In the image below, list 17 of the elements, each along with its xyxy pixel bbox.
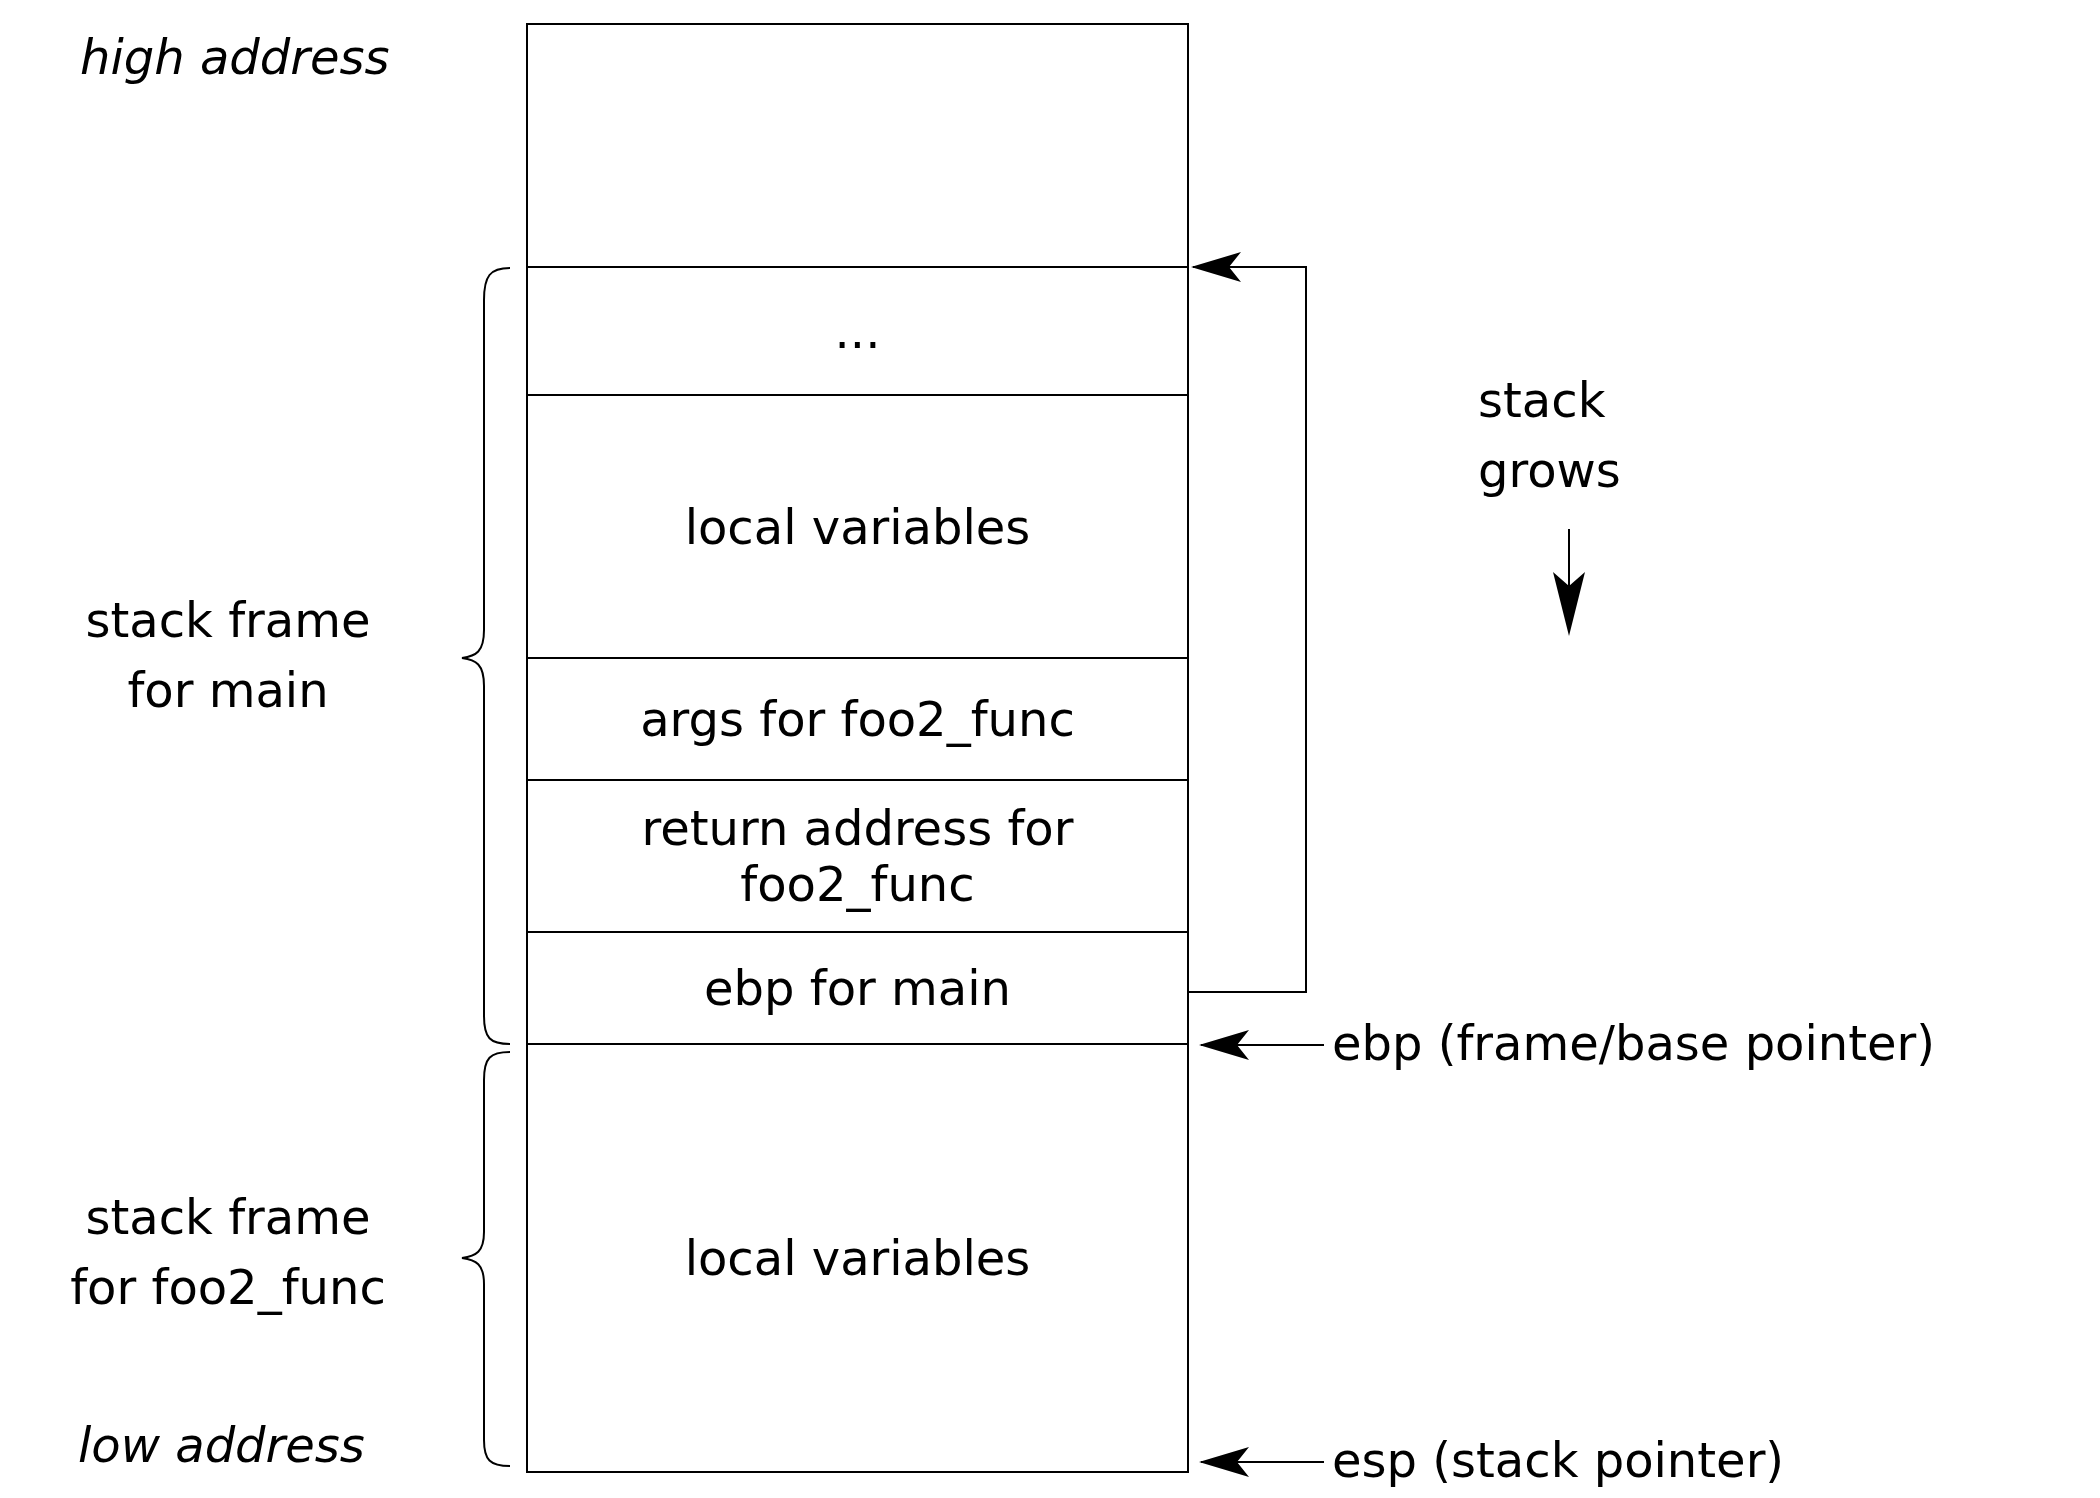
memory-cell: args for foo2_func [526, 657, 1189, 781]
arrow [1199, 1030, 1325, 1060]
pointer-label: esp (stack pointer) [1332, 1432, 1785, 1488]
annotation-label: stack grows [1478, 371, 1622, 500]
annotation-label: stack frame for main [84, 591, 372, 720]
arrow [1188, 252, 1307, 993]
memory-cell: local variables [526, 394, 1189, 659]
memory-cell: local variables [526, 1043, 1189, 1473]
pointer-label: ebp (frame/base pointer) [1332, 1015, 1936, 1071]
annotation-label: stack frame for foo2_func [69, 1188, 387, 1317]
memory-cell: ... [526, 266, 1189, 396]
arrow [1199, 1447, 1325, 1477]
address-label: low address [78, 1416, 366, 1475]
memory-cell: return address for foo2_func [526, 779, 1189, 933]
address-label: high address [80, 28, 391, 87]
memory-cell: ebp for main [526, 931, 1189, 1045]
empty-cell [526, 23, 1189, 268]
